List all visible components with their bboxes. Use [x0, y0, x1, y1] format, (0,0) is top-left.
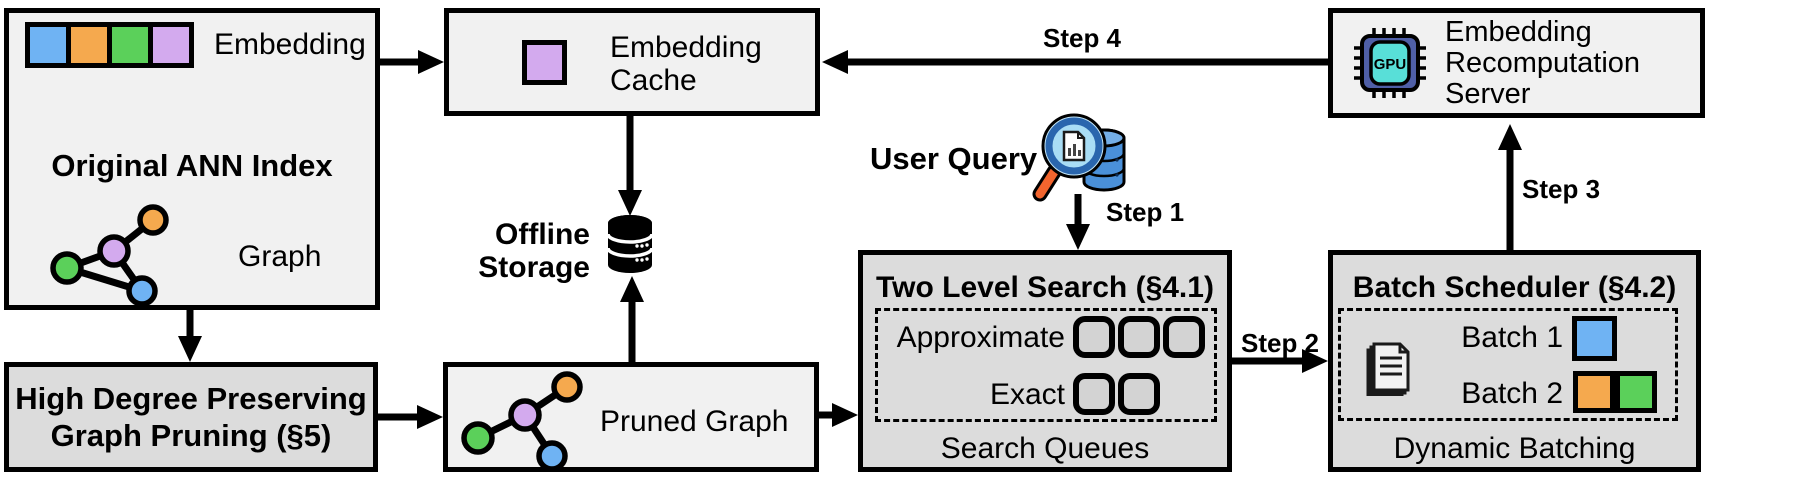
- pruned-graph-label: Pruned Graph: [600, 405, 789, 438]
- queue-slot: [1163, 316, 1205, 358]
- arrow-pruned-to-storage: [620, 276, 644, 362]
- original-ann-index-title: Original ANN Index: [51, 148, 333, 183]
- queue-slot: [1073, 373, 1115, 415]
- offline-storage-database-icon: [606, 215, 654, 273]
- exact-label: Exact: [989, 378, 1065, 411]
- embedding-cache-label-line1: Embedding: [610, 31, 762, 64]
- two-level-search-title: Two Level Search (§4.1): [876, 271, 1214, 304]
- graph-label: Graph: [238, 240, 322, 273]
- embedding-cell-orange: [71, 27, 107, 63]
- embedding-cache-label-line2: Cache: [610, 64, 697, 97]
- arrow-step1-query-to-search: [1066, 194, 1090, 250]
- graph-pruning-box: High Degree Preserving Graph Pruning (§5…: [4, 362, 378, 472]
- gpu-label: GPU: [1374, 56, 1407, 73]
- queue-slot: [1118, 316, 1160, 358]
- offline-storage-label-line2: Storage: [478, 251, 590, 284]
- server-label-line3: Server: [1445, 78, 1531, 110]
- queue-slot: [1118, 373, 1160, 415]
- arrow-index-to-cache: [380, 50, 444, 74]
- search-queues-dashed-region: [875, 308, 1217, 422]
- search-queues-caption: Search Queues: [940, 432, 1150, 465]
- arrow-step3-scheduler-to-server: [1498, 124, 1522, 250]
- queue-slot: [1073, 316, 1115, 358]
- user-query-label: User Query: [870, 141, 1038, 176]
- pruned-graph-icon: [461, 371, 583, 468]
- ann-graph-icon: [50, 204, 169, 307]
- step1-label: Step 1: [1106, 197, 1185, 227]
- two-level-search-box: Two Level Search (§4.1) Approximate Exac…: [858, 250, 1232, 472]
- approximate-label: Approximate: [896, 321, 1065, 354]
- approximate-queue-slots: [1073, 316, 1205, 358]
- step4-label: Step 4: [1042, 23, 1122, 53]
- embedding-cell-green: [112, 27, 148, 63]
- recomputation-server-box: GPU Embedding Recomputation Server: [1328, 8, 1705, 118]
- offline-storage-label-line1: Offline: [495, 218, 590, 251]
- gpu-chip-icon: GPU: [1354, 28, 1426, 98]
- arrow-pruning-to-pruned: [378, 405, 443, 429]
- dynamic-batching-dashed-region: [1338, 308, 1678, 421]
- batch1-cell-blue: [1572, 316, 1617, 361]
- cached-embedding-cell-purple: [522, 40, 567, 85]
- user-query-icon: [1032, 113, 1126, 202]
- arrow-cache-to-storage: [618, 116, 642, 216]
- step3-label: Step 3: [1522, 174, 1601, 204]
- server-label-line2: Recomputation: [1445, 47, 1641, 79]
- embedding-cell-purple: [153, 27, 189, 63]
- server-label-line1: Embedding: [1445, 16, 1592, 48]
- graph-pruning-title-line1: High Degree Preserving: [15, 381, 367, 416]
- batch2-cells: [1573, 371, 1657, 413]
- batch-scheduler-title: Batch Scheduler (§4.2): [1352, 271, 1677, 304]
- exact-queue-slots: [1073, 373, 1160, 415]
- batch2-cell-orange: [1573, 371, 1615, 413]
- batch2-cell-green: [1615, 371, 1657, 413]
- step2-label: Step 2: [1240, 328, 1320, 358]
- embedding-cell-blue: [30, 27, 66, 63]
- arrow-pruned-to-search: [819, 403, 858, 427]
- embedding-label: Embedding: [214, 28, 366, 61]
- graph-pruning-title-line2: Graph Pruning (§5): [50, 418, 332, 453]
- batch-scheduler-box: Batch Scheduler (§4.2) Batch 1 Batch 2 D…: [1328, 250, 1701, 472]
- pruned-graph-box: Pruned Graph: [443, 362, 819, 472]
- embedding-cache-box: Embedding Cache: [444, 8, 820, 116]
- dynamic-batching-caption: Dynamic Batching: [1393, 432, 1636, 465]
- batch2-label: Batch 2: [1461, 377, 1563, 410]
- arrow-index-to-pruning: [178, 310, 202, 362]
- batch1-label: Batch 1: [1461, 321, 1563, 354]
- original-ann-index-box: Embedding Original ANN Index Graph: [4, 8, 380, 310]
- embedding-vector-icon: [25, 22, 194, 68]
